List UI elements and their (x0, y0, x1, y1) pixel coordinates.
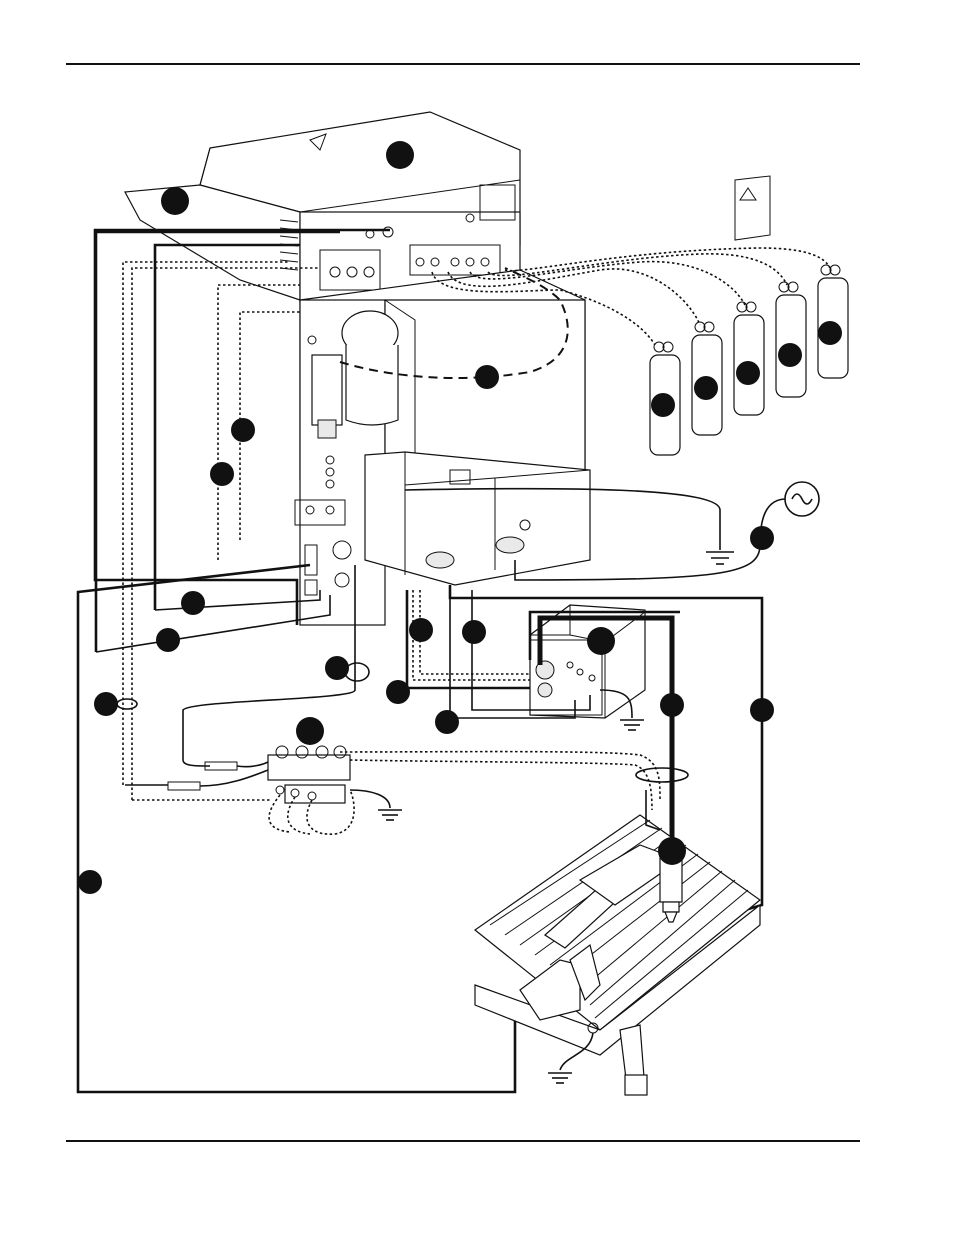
callout-cylinder-3 (736, 361, 760, 385)
cable-control (153, 243, 300, 610)
callout-dotted-hose (94, 692, 118, 716)
manifold-feed (236, 761, 269, 768)
callout-torch (658, 837, 686, 865)
cable-signal-2 (95, 595, 331, 653)
torch-lead-sleeve (528, 610, 680, 660)
work-lead-cable (76, 563, 517, 1094)
callout-torch-lead-box (587, 627, 615, 655)
hose-console-to-box-2 (419, 590, 530, 675)
manifold-ground-symbol (378, 809, 402, 821)
ground-cable-console (404, 487, 721, 550)
callout-cylinder-5 (818, 321, 842, 345)
gas-cylinder-2 (691, 321, 723, 436)
gas-console (294, 269, 591, 626)
callout-control-cable (181, 591, 205, 615)
callout-power-supply-side (161, 187, 189, 215)
manifold-to-torch-hose (339, 750, 661, 801)
cable-console-to-box-3 (471, 590, 591, 711)
callout-box-cable-2 (462, 620, 486, 644)
torch-hoses (645, 790, 661, 831)
callout-hose-1 (231, 418, 255, 442)
gas-cylinder-4 (775, 281, 807, 398)
manifold-ground (349, 789, 391, 809)
callout-work-lead (78, 870, 102, 894)
callout-cylinder-4 (778, 343, 802, 367)
gas-cylinder-3 (733, 301, 765, 416)
manifold-return-dots (132, 789, 355, 835)
callout-box-cable-1 (409, 618, 433, 642)
hose-dotted-4 (122, 261, 290, 785)
gas-hoses (431, 247, 831, 346)
callout-power-supply-top (386, 141, 414, 169)
callout-power-lead (156, 628, 180, 652)
callout-gas-hose (475, 365, 499, 389)
gas-cylinder-5 (817, 264, 849, 379)
cutting-table (473, 814, 761, 1096)
gas-valve-manifold (167, 717, 351, 804)
callout-hose-2 (210, 462, 234, 486)
box-ground-symbol (620, 719, 644, 731)
cable-console-to-box-2 (449, 590, 576, 719)
torch-lead (537, 615, 675, 850)
ac-power-source (784, 481, 820, 517)
callout-cylinder-2 (694, 376, 718, 400)
torch (658, 837, 686, 923)
callout-cylinder-1 (651, 393, 675, 417)
cable-to-manifold (182, 565, 356, 767)
callout-box-cable-3 (386, 680, 410, 704)
torch-lead-box (529, 604, 646, 719)
hose-dotted-1 (217, 284, 300, 560)
manifold-feed-2 (125, 769, 269, 787)
power-supply (124, 111, 771, 303)
hose-dotted-3 (131, 267, 320, 800)
callout-table-cable (750, 698, 774, 722)
gas-cylinders (649, 264, 849, 456)
callout-manifold (296, 717, 324, 745)
callout-box-cable-4 (435, 710, 459, 734)
ac-power-cable (514, 498, 786, 581)
manifold-to-torch-hose-2 (349, 759, 653, 811)
cable-signal (154, 590, 321, 611)
callout-torch-lead (660, 693, 684, 717)
gas-cylinder-1 (649, 341, 681, 456)
ground-symbol (706, 551, 734, 565)
cable-power-lead (94, 230, 340, 652)
cable-console-to-table (448, 585, 764, 912)
callout-manifold-cable (325, 656, 349, 680)
table-ground-cable (559, 1032, 594, 1071)
table-ground-symbol (548, 1072, 572, 1084)
hose-console-to-box-1 (412, 590, 530, 681)
callout-ac-power (750, 526, 774, 550)
box-ground-cable (599, 689, 633, 719)
hose-dotted-2 (239, 311, 300, 540)
dashed-gas-hose (339, 267, 569, 379)
